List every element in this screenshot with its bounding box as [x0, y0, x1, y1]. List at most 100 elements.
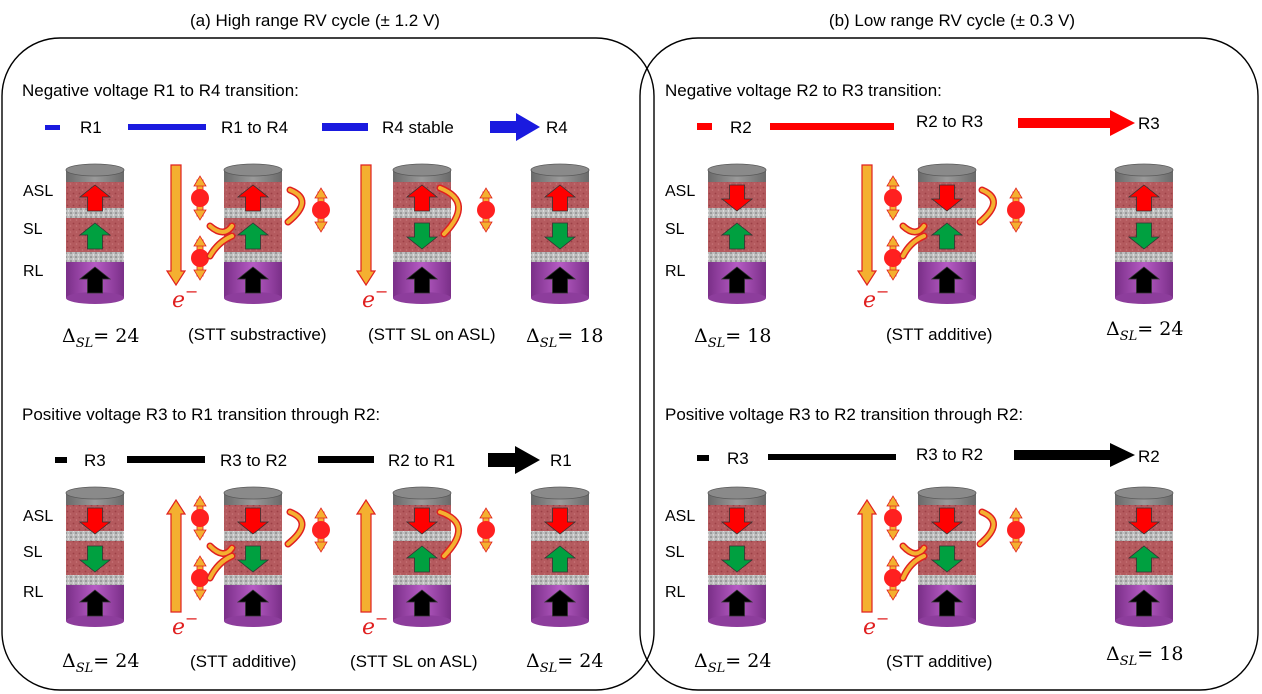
spacer-layer [918, 208, 976, 218]
torque-core [901, 234, 926, 258]
torque-core [286, 188, 304, 224]
spin-arrow-up [314, 507, 328, 519]
timeline-label: R4 [546, 118, 568, 137]
spin-electron [477, 507, 495, 553]
spin-transfer-markers [191, 175, 1025, 601]
spin-electron [1007, 507, 1025, 553]
sl-magnetization-arrow [405, 222, 439, 250]
pillar-base [66, 615, 124, 627]
spacer-layer [531, 531, 589, 541]
electron-symbol: e [172, 288, 185, 313]
spin-arrow-up [193, 555, 207, 567]
spin-ball [1007, 201, 1025, 219]
electron-label: e− [362, 282, 388, 313]
spin-torque-arrow [436, 184, 463, 238]
electron-label: e− [863, 282, 889, 313]
asl-magnetization-arrow [1127, 184, 1161, 212]
timeline-bar [770, 123, 894, 130]
spin-torque-arrow [284, 508, 306, 548]
spin-arrow-down [193, 529, 207, 541]
spin-electron [477, 187, 495, 233]
spin-torque-arrow [899, 552, 928, 582]
rl-magnetization-arrow [930, 589, 964, 617]
svg-text:ΔSL= 24: ΔSL= 24 [526, 650, 603, 676]
delta-symbol: Δ [694, 650, 708, 672]
panel-b-frame [639, 37, 1259, 691]
delta-subscript: SL [540, 661, 558, 676]
asl-magnetization-arrow [236, 507, 270, 535]
electron-symbol: e [863, 615, 876, 640]
timeline-label: R2 [730, 118, 752, 137]
mtj-pillar [392, 163, 452, 304]
pillar-base [708, 615, 766, 627]
pillar-base [918, 292, 976, 304]
layer-label: RL [23, 584, 44, 601]
sl-magnetization-arrow [720, 545, 754, 573]
panel-a-pos-caption-1: (STT additive) [190, 652, 296, 671]
panel-b-pos-delta-left: ΔSL= 24 [694, 650, 771, 676]
torque-core [208, 544, 234, 556]
spin-arrow-down [886, 589, 900, 601]
asl-magnetization-arrow [930, 184, 964, 212]
panel-b-pos-layer-labels: ASL SL RL [665, 508, 695, 601]
current-arrow-shape [355, 164, 377, 287]
delta-subscript: SL [708, 336, 726, 351]
tunnel-barrier [708, 252, 766, 262]
pillar-base [224, 292, 282, 304]
timeline-label: R1 to R4 [221, 118, 288, 137]
timeline-bar [318, 456, 374, 463]
spin-torque-arrow [976, 186, 997, 226]
torque-core [901, 554, 926, 580]
pillar-base [393, 615, 451, 627]
asl-magnetization-arrow [405, 507, 439, 535]
spacer-layer [66, 531, 124, 541]
tunnel-barrier [66, 252, 124, 262]
spacer-layer [708, 208, 766, 218]
spin-arrow-down [314, 541, 328, 553]
svg-text:ΔSL= 24: ΔSL= 24 [62, 325, 139, 351]
pillar-top [1114, 163, 1174, 177]
electron-symbol: e [362, 288, 375, 313]
panel-b-neg-delta-left: ΔSL= 18 [694, 325, 771, 351]
panel-a-neg-delta-right: ΔSL= 18 [526, 325, 603, 351]
delta-value: = 24 [557, 650, 603, 672]
sl-magnetization-arrow [236, 222, 270, 250]
spin-torque-arrow [899, 542, 928, 557]
spacer-layer [918, 531, 976, 541]
panel-b-neg-timeline: R2 R2 to R3 R3 [697, 110, 1160, 137]
layer-label: RL [665, 263, 686, 280]
delta-symbol: Δ [62, 325, 76, 347]
delta-symbol: Δ [526, 650, 540, 672]
spin-torque-arrow [206, 222, 236, 236]
rl-magnetization-arrow [236, 266, 270, 294]
sl-magnetization-arrow [78, 222, 112, 250]
timeline-arrow [1014, 443, 1135, 467]
sl-magnetization-arrow [543, 545, 577, 573]
panel-a-pos-delta-left: ΔSL= 24 [62, 650, 139, 676]
pillar-top [530, 163, 590, 177]
spin-arrow-down [193, 589, 207, 601]
spin-torque-arrow [206, 552, 236, 582]
spin-arrow-up [193, 175, 207, 187]
spin-arrow-down [886, 269, 900, 281]
timeline-arrow [1018, 110, 1135, 136]
asl-magnetization-arrow [720, 184, 754, 212]
timeline-bar [127, 456, 205, 463]
torque-core [208, 224, 234, 234]
pillar-top [65, 163, 125, 177]
electron-current-arrow: e− [856, 164, 889, 313]
asl-magnetization-arrow [720, 507, 754, 535]
timeline-label: R3 to R2 [220, 451, 287, 470]
mtj-pillar [1114, 486, 1174, 627]
spin-arrow-down [886, 529, 900, 541]
mtj-pillar [530, 486, 590, 627]
timeline-label: R1 [80, 118, 102, 137]
spin-ball [884, 249, 902, 267]
layer-label: SL [23, 221, 43, 238]
rl-magnetization-arrow [930, 266, 964, 294]
timeline-bar [768, 454, 896, 460]
timeline-bar [697, 123, 712, 130]
panel-b-neg-layer-labels: ASL SL RL [665, 183, 695, 280]
asl-magnetization-arrow [1127, 507, 1161, 535]
torque-core [978, 510, 996, 546]
